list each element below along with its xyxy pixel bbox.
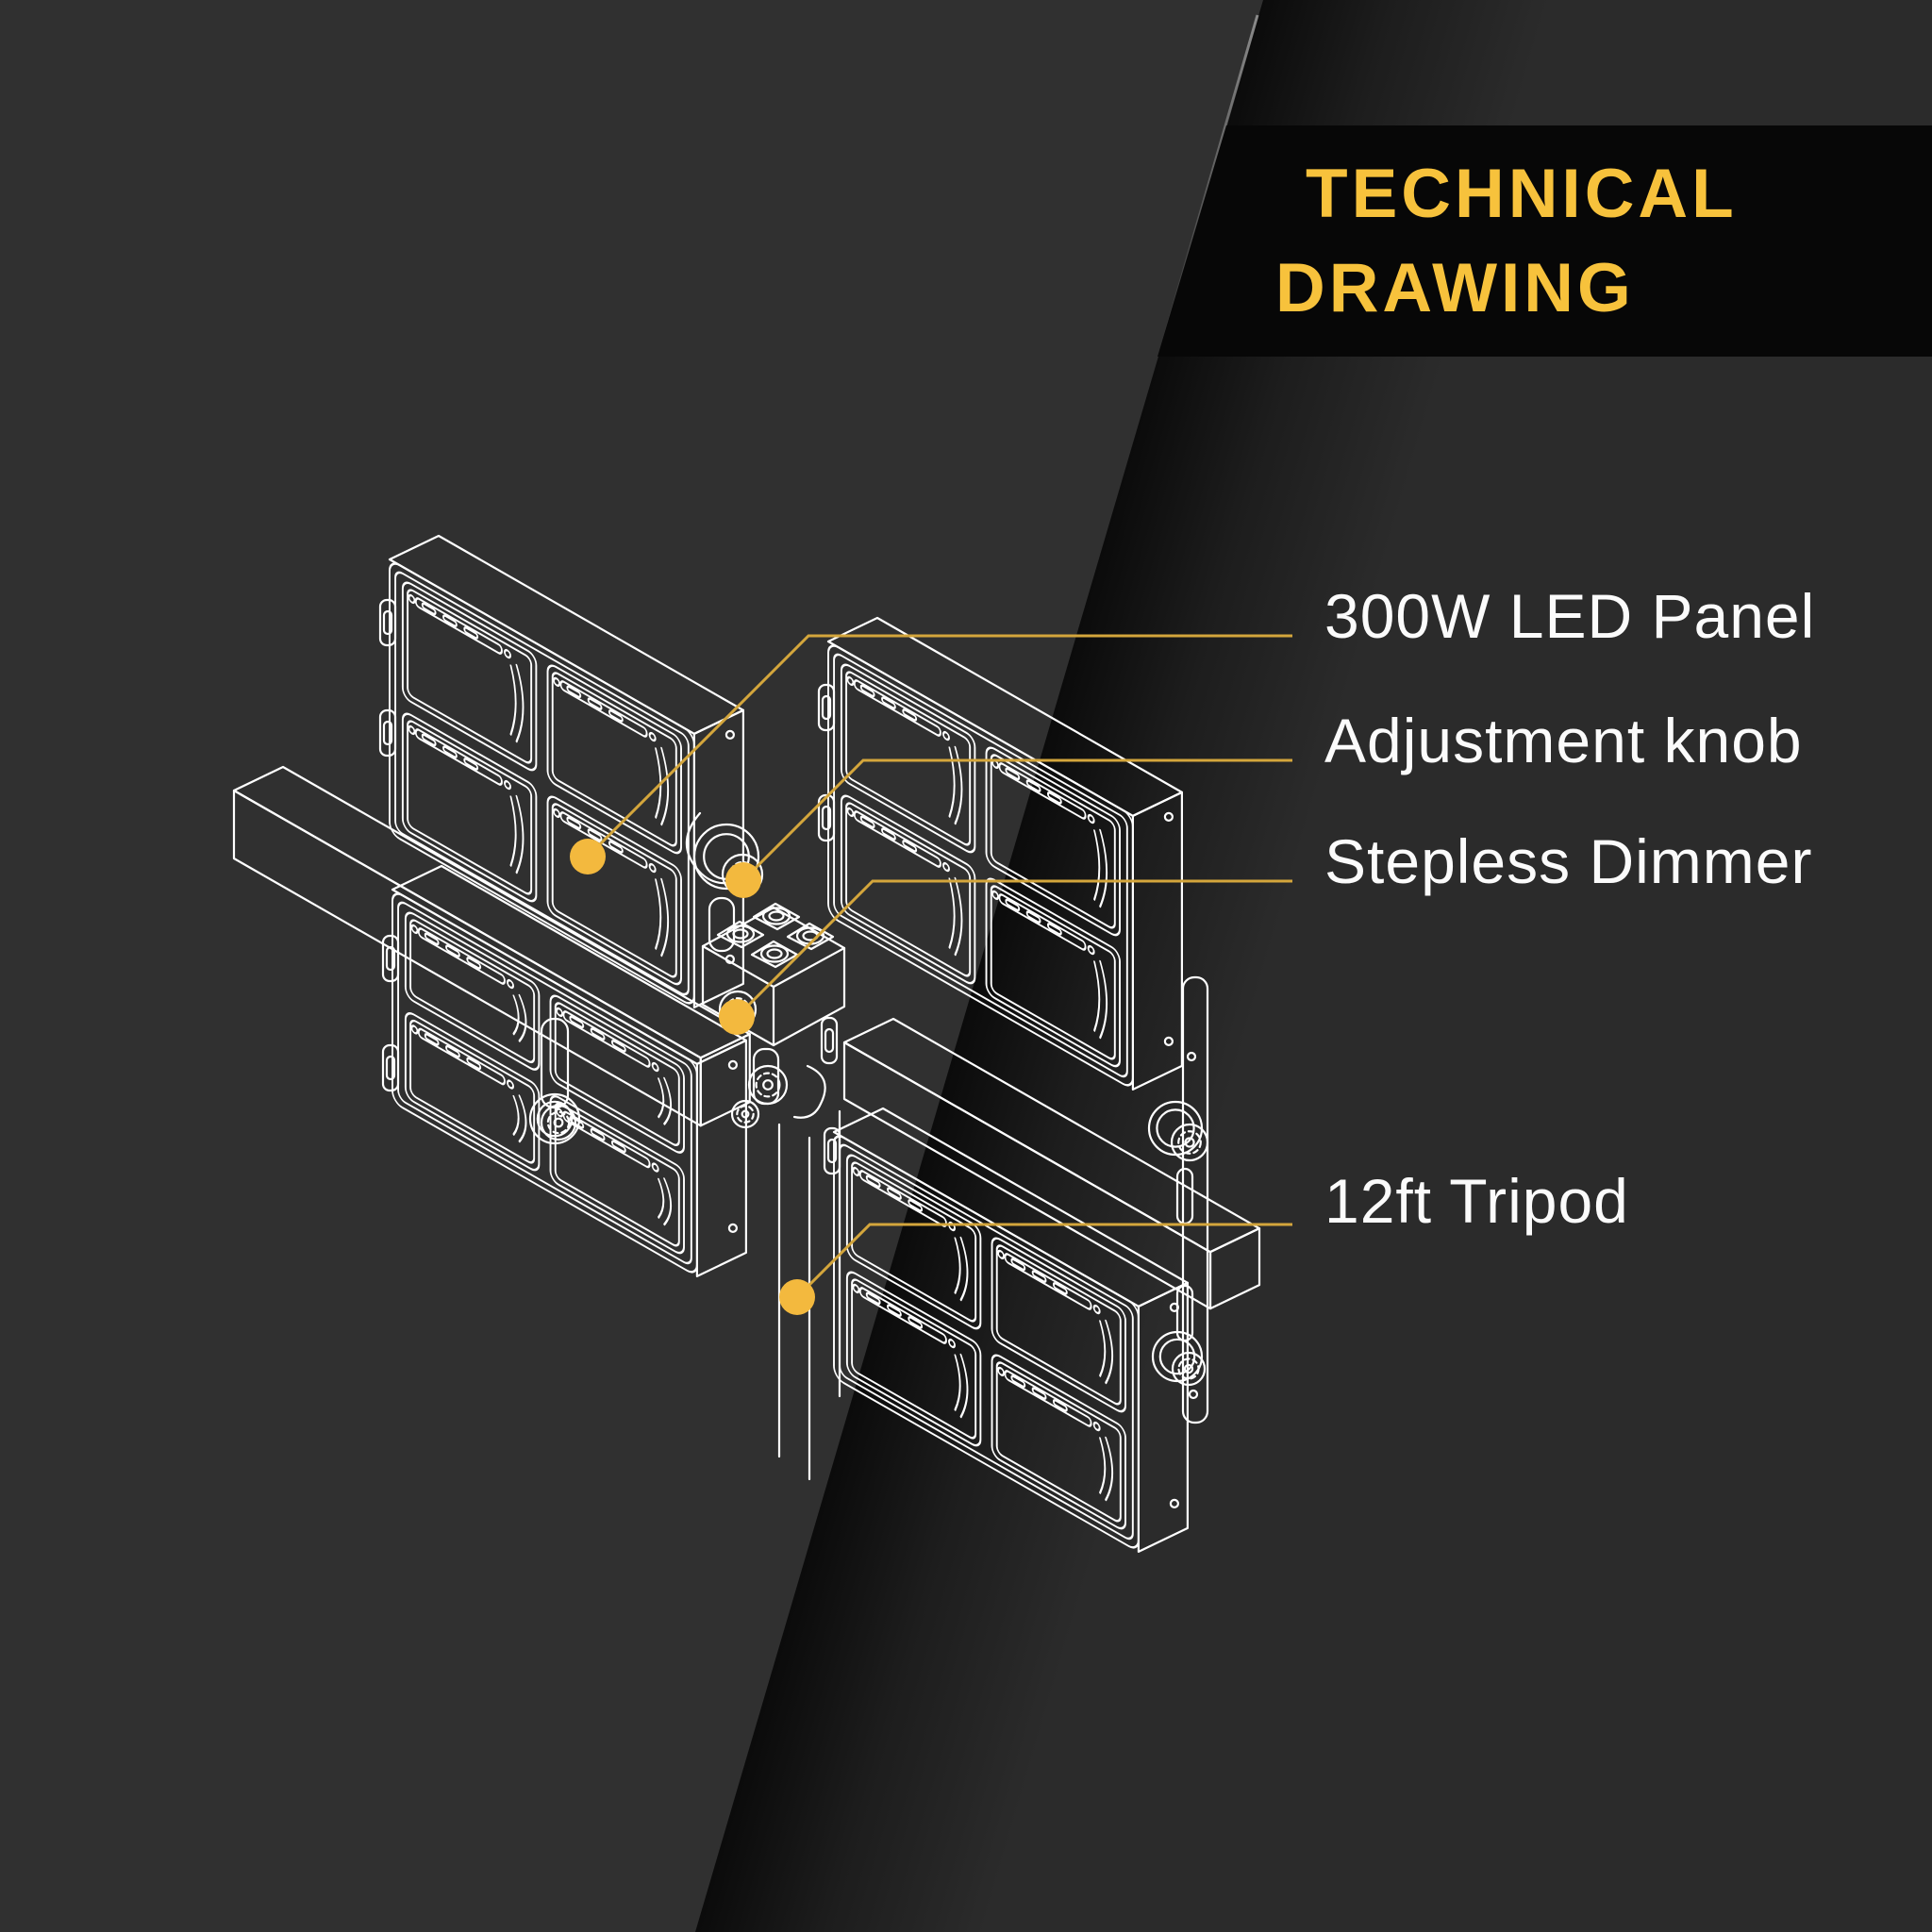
leader-line (795, 1223, 1292, 1299)
title-banner (1158, 125, 1932, 357)
title-line-2: DRAWING (1275, 250, 1635, 326)
background-diagonal-fold (695, 0, 1932, 1932)
leader-line (735, 879, 1292, 1019)
callout-label-tripod: 12ft Tripod (1324, 1166, 1629, 1236)
leader-line (586, 634, 1292, 858)
callout-dot (719, 999, 755, 1035)
callout-label-stepless-dimmer: Stepless Dimmer (1324, 826, 1812, 896)
callout-dot (779, 1279, 815, 1315)
callout-dot (725, 862, 761, 898)
callout-leaders (570, 634, 1292, 1315)
callout-label-led-panel: 300W LED Panel (1324, 581, 1815, 651)
leader-line (741, 758, 1292, 882)
led-floodlight-line-drawing (232, 534, 1261, 1553)
callout-label-adjustment-knob: Adjustment knob (1324, 706, 1803, 775)
title-line-1: TECHNICAL (1306, 156, 1738, 232)
callout-dot (570, 839, 606, 874)
